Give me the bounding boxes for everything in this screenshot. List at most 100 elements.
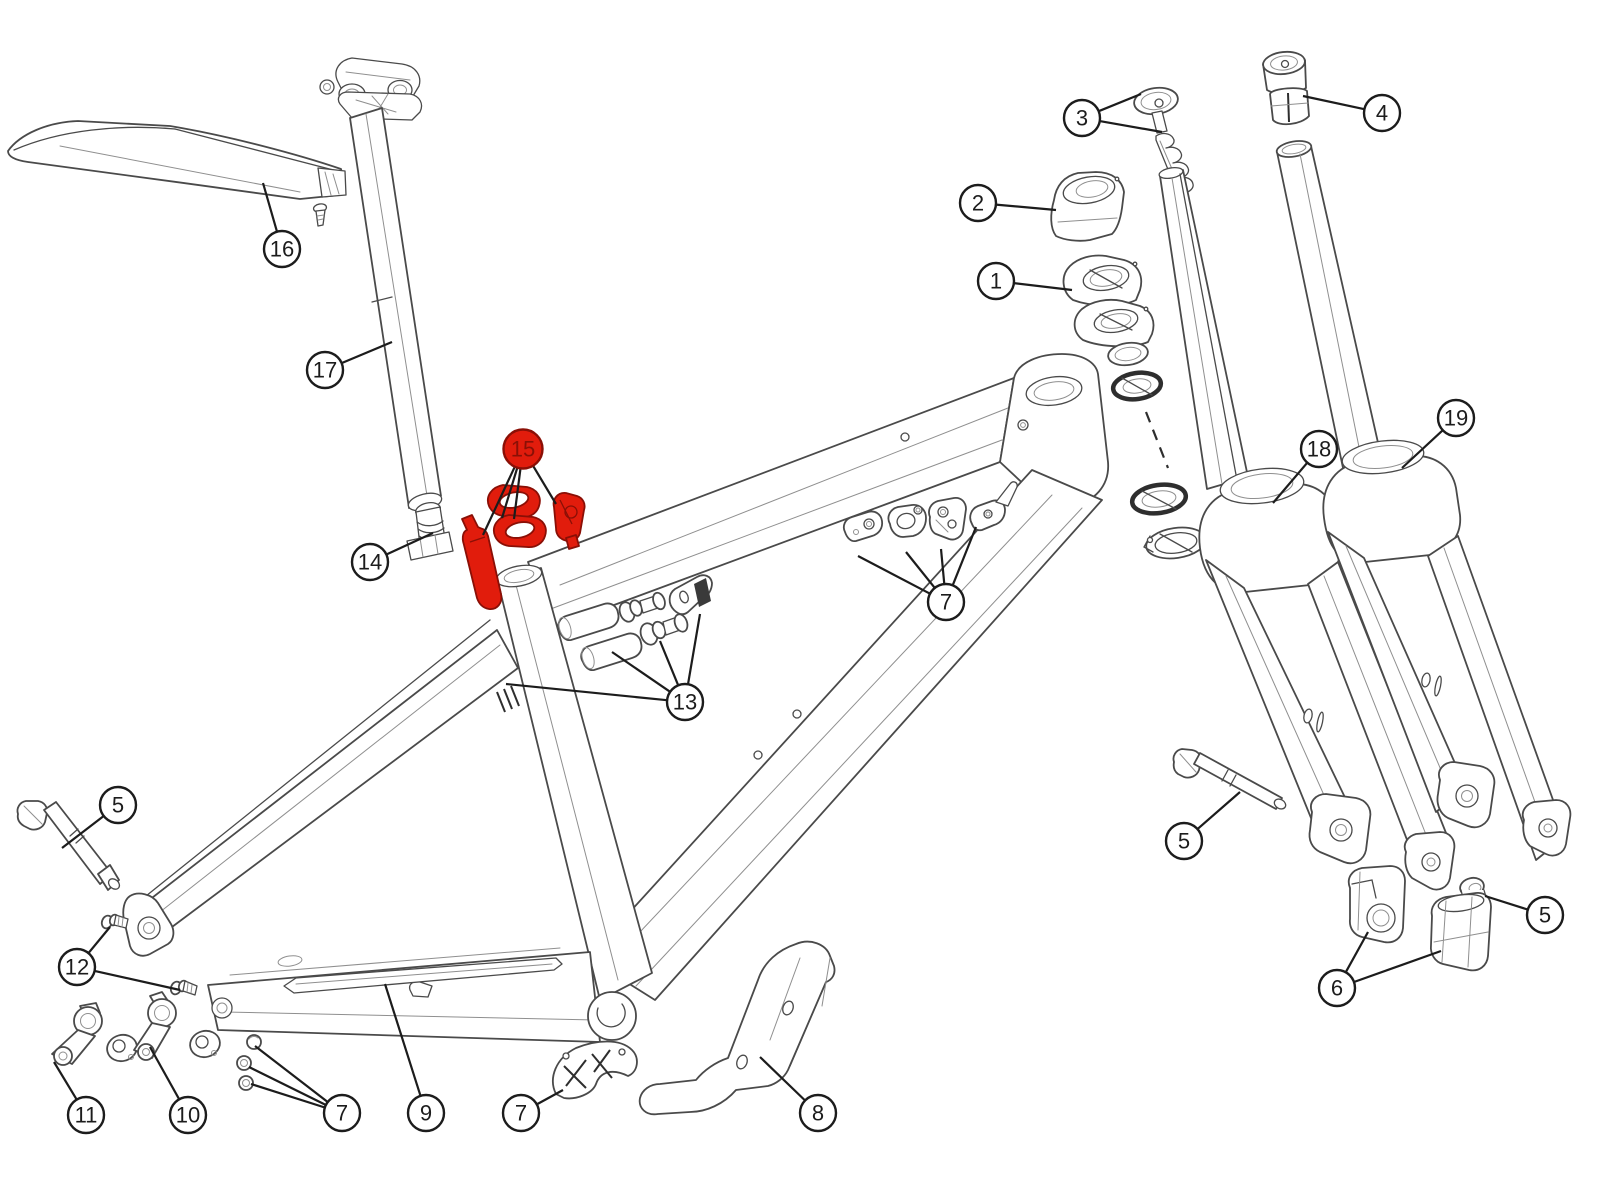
leader-line <box>658 640 680 686</box>
callout-circle[interactable] <box>665 682 705 722</box>
callout-10[interactable]: 10 <box>149 1046 208 1135</box>
rear-thru-axle <box>16 800 121 891</box>
callout-circle[interactable] <box>168 1095 208 1135</box>
leader-line <box>1302 94 1365 111</box>
callout-circle[interactable] <box>66 1095 106 1135</box>
callout-3[interactable]: 3 <box>1062 92 1163 138</box>
callout-circle[interactable] <box>262 229 302 269</box>
fork-painted <box>1158 167 1456 891</box>
callout-circle[interactable] <box>305 350 345 390</box>
callout-7[interactable]: 7 <box>501 1089 564 1133</box>
callout-number: 13 <box>673 690 697 715</box>
leader-line <box>1344 931 1369 973</box>
callout-9[interactable]: 9 <box>383 983 446 1133</box>
callout-circle[interactable] <box>322 1093 362 1133</box>
callout-circle[interactable] <box>958 183 998 223</box>
callout-circle[interactable] <box>1299 429 1339 469</box>
callout-14[interactable]: 14 <box>350 532 434 582</box>
callout-number: 14 <box>358 550 382 575</box>
callout-2[interactable]: 2 <box>958 183 1057 223</box>
callout-number: 18 <box>1307 437 1331 462</box>
callout-number: 1 <box>990 269 1002 294</box>
leader-line <box>383 983 422 1097</box>
leader-line <box>94 969 181 992</box>
callout-8[interactable]: 8 <box>759 1056 838 1133</box>
leader-line <box>61 815 105 849</box>
leader-line <box>250 1082 326 1109</box>
frame <box>122 353 1109 1043</box>
callout-number: 7 <box>940 590 952 615</box>
leader-line <box>248 1066 327 1106</box>
leader-line <box>500 467 519 519</box>
leader-line <box>1196 791 1241 830</box>
callout-circle[interactable] <box>1317 968 1357 1008</box>
callout-number: 9 <box>420 1101 432 1126</box>
callout-13[interactable]: 13 <box>505 613 705 722</box>
callout-number: 19 <box>1444 406 1468 431</box>
leader-line <box>254 1045 329 1103</box>
callout-12[interactable]: 12 <box>57 926 181 992</box>
frame-plugs-small <box>236 1034 262 1091</box>
callout-number: 3 <box>1076 106 1088 131</box>
callout-5[interactable]: 5 <box>1484 894 1565 935</box>
callout-circle[interactable] <box>1164 821 1204 861</box>
callout-number: 5 <box>1178 829 1190 854</box>
callout-circle[interactable] <box>350 542 390 582</box>
callout-6[interactable]: 6 <box>1317 931 1442 1008</box>
fork-raw <box>1275 140 1572 861</box>
leader-line <box>1353 949 1442 984</box>
callout-circle[interactable] <box>926 582 966 622</box>
leader-line <box>611 651 671 693</box>
callout-circle[interactable] <box>976 261 1016 301</box>
callout-circle[interactable] <box>501 1093 541 1133</box>
callout-5[interactable]: 5 <box>1164 791 1241 861</box>
callout-5[interactable]: 5 <box>61 785 138 849</box>
callout-circle[interactable] <box>98 785 138 825</box>
callout-16[interactable]: 16 <box>261 182 302 269</box>
callout-circle[interactable] <box>502 428 544 470</box>
callout-circle[interactable] <box>57 947 97 987</box>
front-thru-axle <box>1172 748 1287 810</box>
leader-line <box>951 526 978 586</box>
callout-circle[interactable] <box>798 1093 838 1133</box>
callout-number: 7 <box>336 1101 348 1126</box>
callout-4[interactable]: 4 <box>1302 93 1402 133</box>
callout-circle[interactable] <box>1362 93 1402 133</box>
callout-number: 12 <box>65 955 89 980</box>
leader-line <box>995 203 1057 212</box>
callout-7[interactable]: 7 <box>248 1045 362 1133</box>
callout-number: 5 <box>112 793 124 818</box>
seat-clamp-hardware <box>557 574 713 672</box>
leader-line <box>261 182 279 233</box>
leader-line <box>1013 282 1073 292</box>
callout-circle[interactable] <box>1062 98 1102 138</box>
steerer-expander-plug <box>1262 50 1310 126</box>
leader-line <box>1484 894 1529 911</box>
leader-line <box>1098 92 1142 113</box>
leader-line <box>1401 429 1444 469</box>
callout-11[interactable]: 11 <box>53 1061 106 1135</box>
callout-7[interactable]: 7 <box>857 526 978 622</box>
saddle-cover <box>7 120 347 227</box>
leader-line <box>759 1056 806 1102</box>
callout-17[interactable]: 17 <box>305 340 393 390</box>
callout-number: 5 <box>1539 903 1551 928</box>
callout-circle[interactable] <box>1436 398 1476 438</box>
bb-cable-guide <box>552 1040 638 1100</box>
callout-number: 17 <box>313 358 337 383</box>
leader-line <box>341 340 393 365</box>
callout-circle[interactable] <box>1525 895 1565 935</box>
leader-line <box>149 1046 181 1100</box>
callout-18[interactable]: 18 <box>1272 429 1339 504</box>
callout-19[interactable]: 19 <box>1401 398 1476 469</box>
callout-number: 10 <box>176 1103 200 1128</box>
seatpost <box>319 57 443 512</box>
leader-line <box>1099 120 1163 134</box>
callout-1[interactable]: 1 <box>976 261 1073 301</box>
leader-line <box>385 532 434 556</box>
leader-line <box>53 1061 78 1101</box>
callout-circle[interactable] <box>406 1093 446 1133</box>
leader-line <box>686 613 702 685</box>
derailleur-hanger-b <box>133 991 221 1061</box>
callout-15-highlight[interactable]: 15 <box>482 428 557 536</box>
